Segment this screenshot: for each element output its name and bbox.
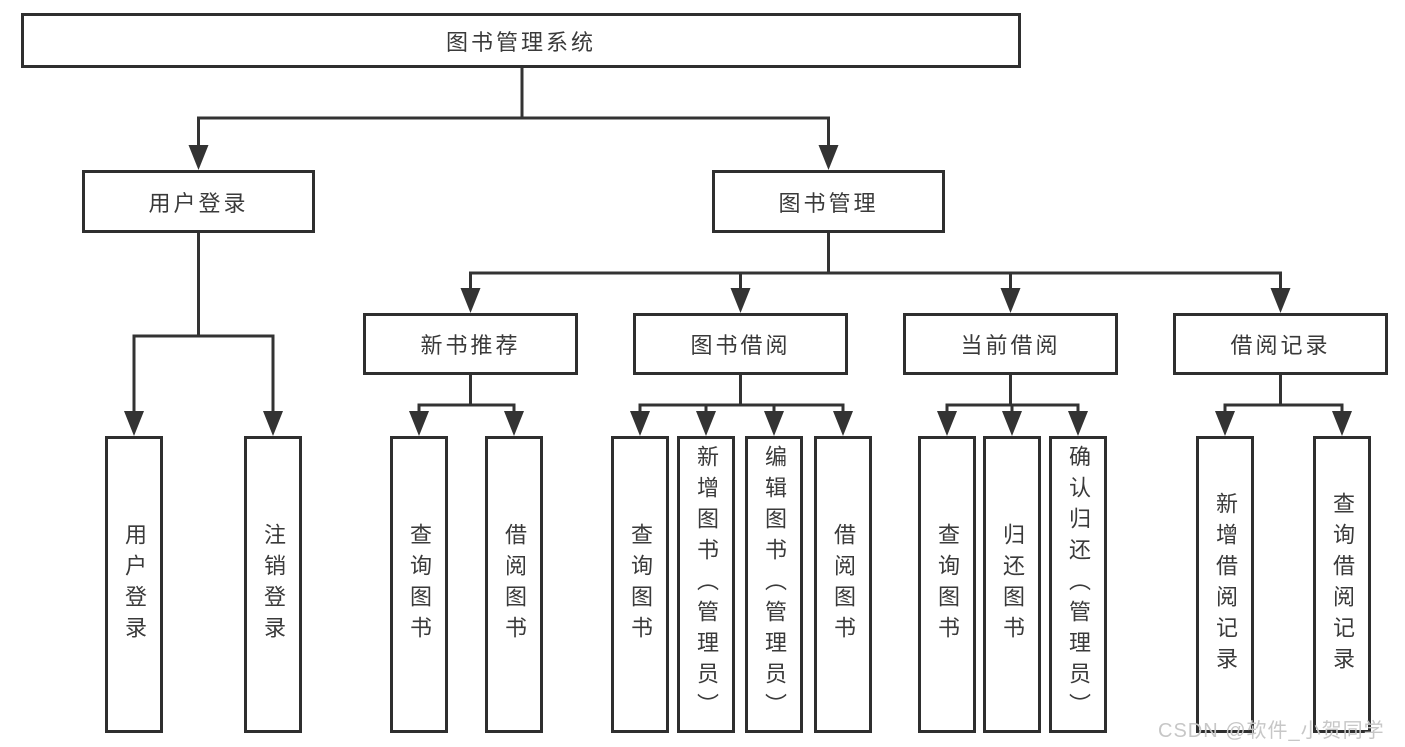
node-book-borrowing-label: 图书借阅 <box>690 333 791 358</box>
node-user-login: 用户登录 <box>82 170 315 233</box>
node-new-book-recommend-label: 新书推荐 <box>420 333 521 358</box>
leaf-query-books-current: 查询图书 <box>918 436 976 733</box>
connector-root-to-level2 <box>188 68 839 170</box>
leaf-add-book-admin: 新增图书（管理员） <box>677 436 735 733</box>
leaf-return-book: 归还图书 <box>983 436 1041 733</box>
leaf-query-books-recommend: 查询图书 <box>390 436 448 733</box>
leaf-borrow-book-label: 借阅图书 <box>831 522 856 647</box>
node-borrow-records-label: 借阅记录 <box>1230 333 1331 358</box>
leaf-query-books-borrow: 查询图书 <box>611 436 669 733</box>
node-book-management: 图书管理 <box>712 170 945 233</box>
leaf-edit-book-admin: 编辑图书（管理员） <box>745 436 803 733</box>
leaf-add-borrow-record: 新增借阅记录 <box>1196 436 1254 733</box>
node-user-login-label: 用户登录 <box>148 190 249 216</box>
leaf-query-borrow-record: 查询借阅记录 <box>1313 436 1371 733</box>
node-book-borrowing: 图书借阅 <box>633 313 848 375</box>
node-borrow-records: 借阅记录 <box>1173 313 1388 375</box>
leaf-borrow-book: 借阅图书 <box>814 436 872 733</box>
leaf-borrow-book-recommend: 借阅图书 <box>485 436 543 733</box>
node-current-borrowing-label: 当前借阅 <box>960 333 1061 358</box>
node-book-management-label: 图书管理 <box>778 190 879 216</box>
node-root-system: 图书管理系统 <box>21 13 1021 68</box>
leaf-user-login: 用户登录 <box>105 436 163 733</box>
node-current-borrowing: 当前借阅 <box>903 313 1118 375</box>
leaf-confirm-return-admin-label: 确认归还（管理员） <box>1066 445 1091 724</box>
node-new-book-recommend: 新书推荐 <box>363 313 578 375</box>
node-root-label: 图书管理系统 <box>445 29 596 55</box>
leaf-return-book-label: 归还图书 <box>1000 522 1025 647</box>
leaf-query-books-borrow-label: 查询图书 <box>628 522 653 647</box>
leaf-add-book-admin-label: 新增图书（管理员） <box>694 445 719 724</box>
leaf-borrow-book-recommend-label: 借阅图书 <box>502 522 527 647</box>
leaf-confirm-return-admin: 确认归还（管理员） <box>1049 436 1107 733</box>
connector-mgmt-to-modules <box>460 233 1291 313</box>
csdn-watermark: CSDN @软件_小贺同学 <box>1158 720 1385 742</box>
leaf-edit-book-admin-label: 编辑图书（管理员） <box>762 445 787 724</box>
leaf-logout-label: 注销登录 <box>261 522 286 647</box>
leaf-logout: 注销登录 <box>244 436 302 733</box>
leaf-user-login-label: 用户登录 <box>122 522 147 647</box>
leaf-add-borrow-record-label: 新增借阅记录 <box>1213 491 1238 678</box>
connector-login-to-children <box>124 233 283 436</box>
leaf-query-borrow-record-label: 查询借阅记录 <box>1330 491 1355 678</box>
leaf-query-books-current-label: 查询图书 <box>935 522 960 647</box>
connector-modules-to-leaves <box>409 375 1352 436</box>
leaf-query-books-recommend-label: 查询图书 <box>407 522 432 647</box>
